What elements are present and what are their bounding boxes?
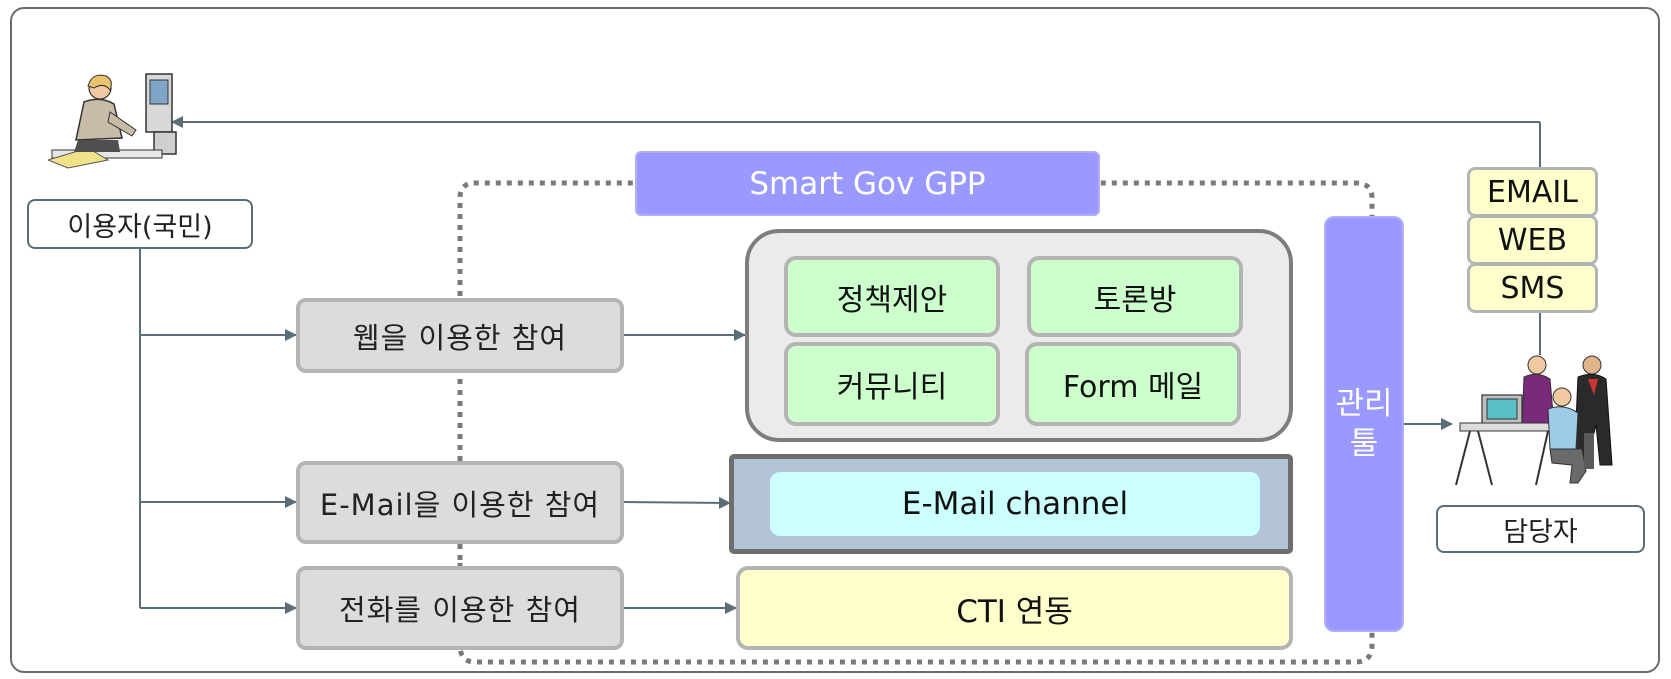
notify-email: EMAIL [1467,167,1598,217]
management-tool-line1: 관리 [1335,386,1393,422]
platform-title: Smart Gov GPP [635,151,1100,216]
staff-team-icon [1455,355,1613,486]
cti-integration: CTI 연동 [736,566,1293,650]
service-debate: 토론방 [1027,256,1243,337]
channel-web: 웹을 이용한 참여 [296,298,624,373]
service-community: 커뮤니티 [784,342,1000,426]
management-tool: 관리 툴 [1324,216,1404,632]
user-computer-icon [48,73,177,169]
management-tool-line2: 툴 [1349,426,1379,462]
notify-web: WEB [1467,215,1598,265]
diagram-frame [10,7,1660,673]
platform-boundary [457,180,1375,665]
arrow-email-channel [623,496,731,509]
channel-email: E-Mail을 이용한 참여 [296,461,624,544]
service-form-mail: Form 메일 [1025,342,1241,426]
staff-label: 담당자 [1436,505,1645,553]
notify-sms: SMS [1467,263,1598,313]
user-label: 이용자(국민) [27,199,253,249]
email-channel: E-Mail channel [770,472,1260,536]
channel-phone: 전화를 이용한 참여 [296,566,624,650]
service-policy: 정책제안 [784,256,1000,337]
